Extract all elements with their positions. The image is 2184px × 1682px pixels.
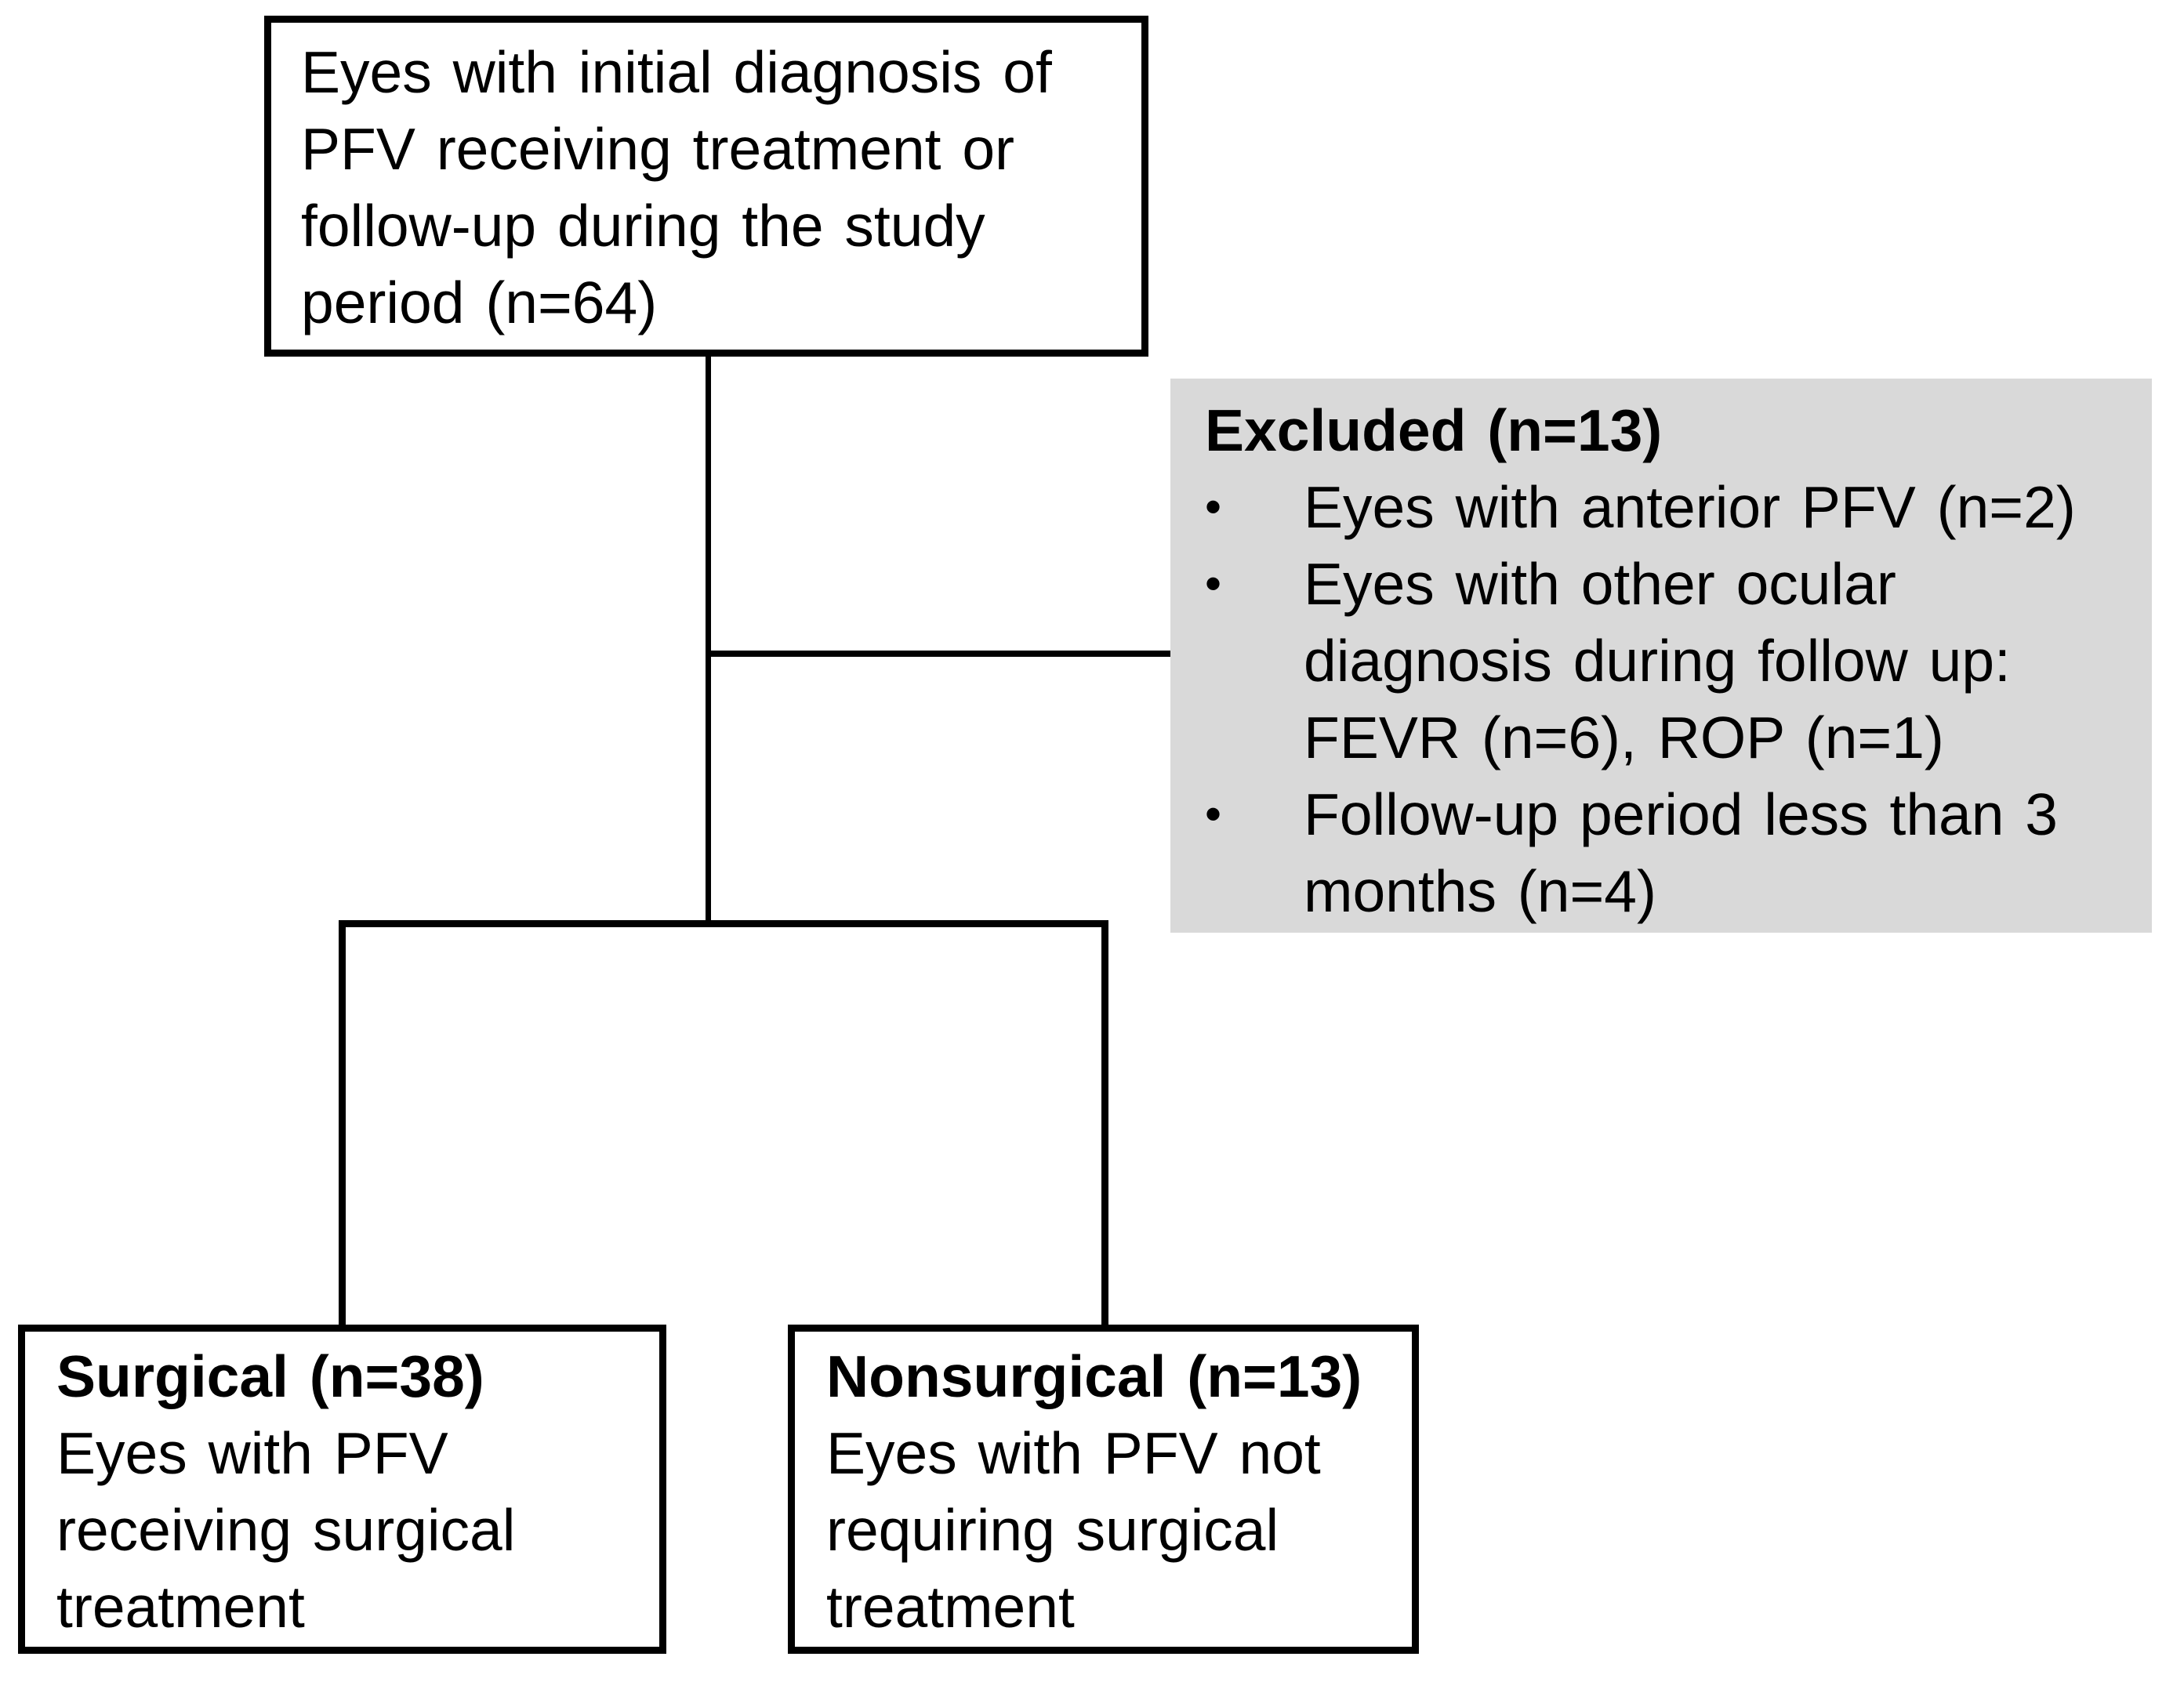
bullet-icon: • <box>1205 480 1222 533</box>
connector-main-vertical <box>706 357 711 920</box>
excluded-item-text: Eyes with anterior PFV (n=2) <box>1304 474 2076 540</box>
connector-branch-horizontal <box>339 920 1108 927</box>
nonsurgical-title: Nonsurgical (n=13) <box>826 1343 1362 1409</box>
nonsurgical-box: Nonsurgical (n=13) Eyes with PFV not req… <box>788 1325 1419 1654</box>
excluded-box: Excluded (n=13) • Eyes with anterior PFV… <box>1170 379 2152 933</box>
excluded-item: • Follow-up period less than 3 months (n… <box>1205 776 2130 930</box>
connector-branch-right-vertical <box>1101 920 1108 1325</box>
excluded-item-text: Follow-up period less than 3 months (n=4… <box>1304 781 2059 924</box>
surgical-text: Eyes with PFV receiving surgical treatme… <box>56 1420 516 1640</box>
bullet-icon: • <box>1205 788 1222 840</box>
surgical-box: Surgical (n=38) Eyes with PFV receiving … <box>18 1325 666 1654</box>
surgical-title: Surgical (n=38) <box>56 1343 484 1409</box>
excluded-item-text: Eyes with other ocular diagnosis during … <box>1304 551 2011 770</box>
excluded-item: • Eyes with anterior PFV (n=2) <box>1205 469 2130 546</box>
enrollment-text: Eyes with initial diagnosis of PFV recei… <box>301 39 1052 335</box>
excluded-title: Excluded (n=13) <box>1205 397 1663 463</box>
connector-branch-left-vertical <box>339 920 346 1325</box>
excluded-item: • Eyes with other ocular diagnosis durin… <box>1205 546 2130 776</box>
connector-excluded-horizontal <box>706 651 1170 657</box>
nonsurgical-text: Eyes with PFV not requiring surgical tre… <box>826 1420 1321 1640</box>
enrollment-box: Eyes with initial diagnosis of PFV recei… <box>264 16 1148 357</box>
bullet-icon: • <box>1205 557 1222 610</box>
